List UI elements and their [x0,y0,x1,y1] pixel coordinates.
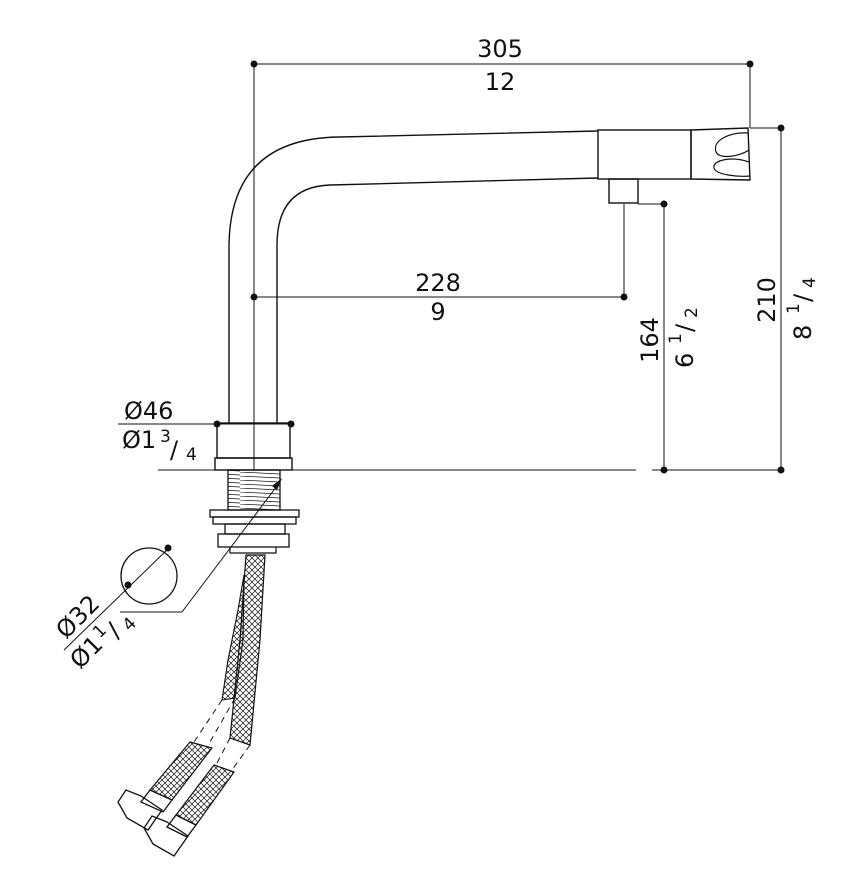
base-diameter-inch-whole: Ø1 [122,426,156,454]
overall-width-mm: 305 [477,35,523,63]
base-diameter-mm: Ø46 [124,397,173,425]
dimension-overall-width: 305 12 [250,35,754,128]
svg-text:/: / [789,293,817,302]
outlet-height-inch-den: 2 [682,307,702,318]
supply-hoses [117,554,266,857]
base-diameter-inch-num: 3 [160,427,171,447]
hose-fitting-2 [143,814,197,857]
base-diameter-inch-den: 4 [186,445,197,465]
base-mounting [209,422,300,554]
dimension-outlet-height: 164 6 1 / 2 [636,200,702,474]
outlet-height-inch-num: 1 [666,333,686,344]
faucet-body [228,127,751,423]
spout-reach-inch: 9 [430,298,445,326]
overall-width-inch: 12 [485,68,516,96]
svg-text:/: / [170,436,179,464]
total-height-inch-whole: 8 [789,325,817,340]
spout-reach-mm: 228 [415,269,461,297]
hole-diameter-inch-den: 4 [119,614,141,636]
total-height-inch-den: 4 [800,277,820,288]
dimension-spout-reach: 228 9 [250,269,628,326]
dimension-total-height: 210 8 1 / 4 [753,124,820,474]
svg-text:/: / [671,323,699,332]
total-height-mm: 210 [753,277,781,323]
total-height-inch-num: 1 [784,303,804,314]
reference-lines [158,64,781,471]
dimension-base-diameter: Ø46 Ø1 3 / 4 [118,397,295,465]
outlet-height-inch-whole: 6 [671,353,699,368]
hose-fitting-1 [117,789,174,831]
outlet-height-mm: 164 [636,317,664,363]
